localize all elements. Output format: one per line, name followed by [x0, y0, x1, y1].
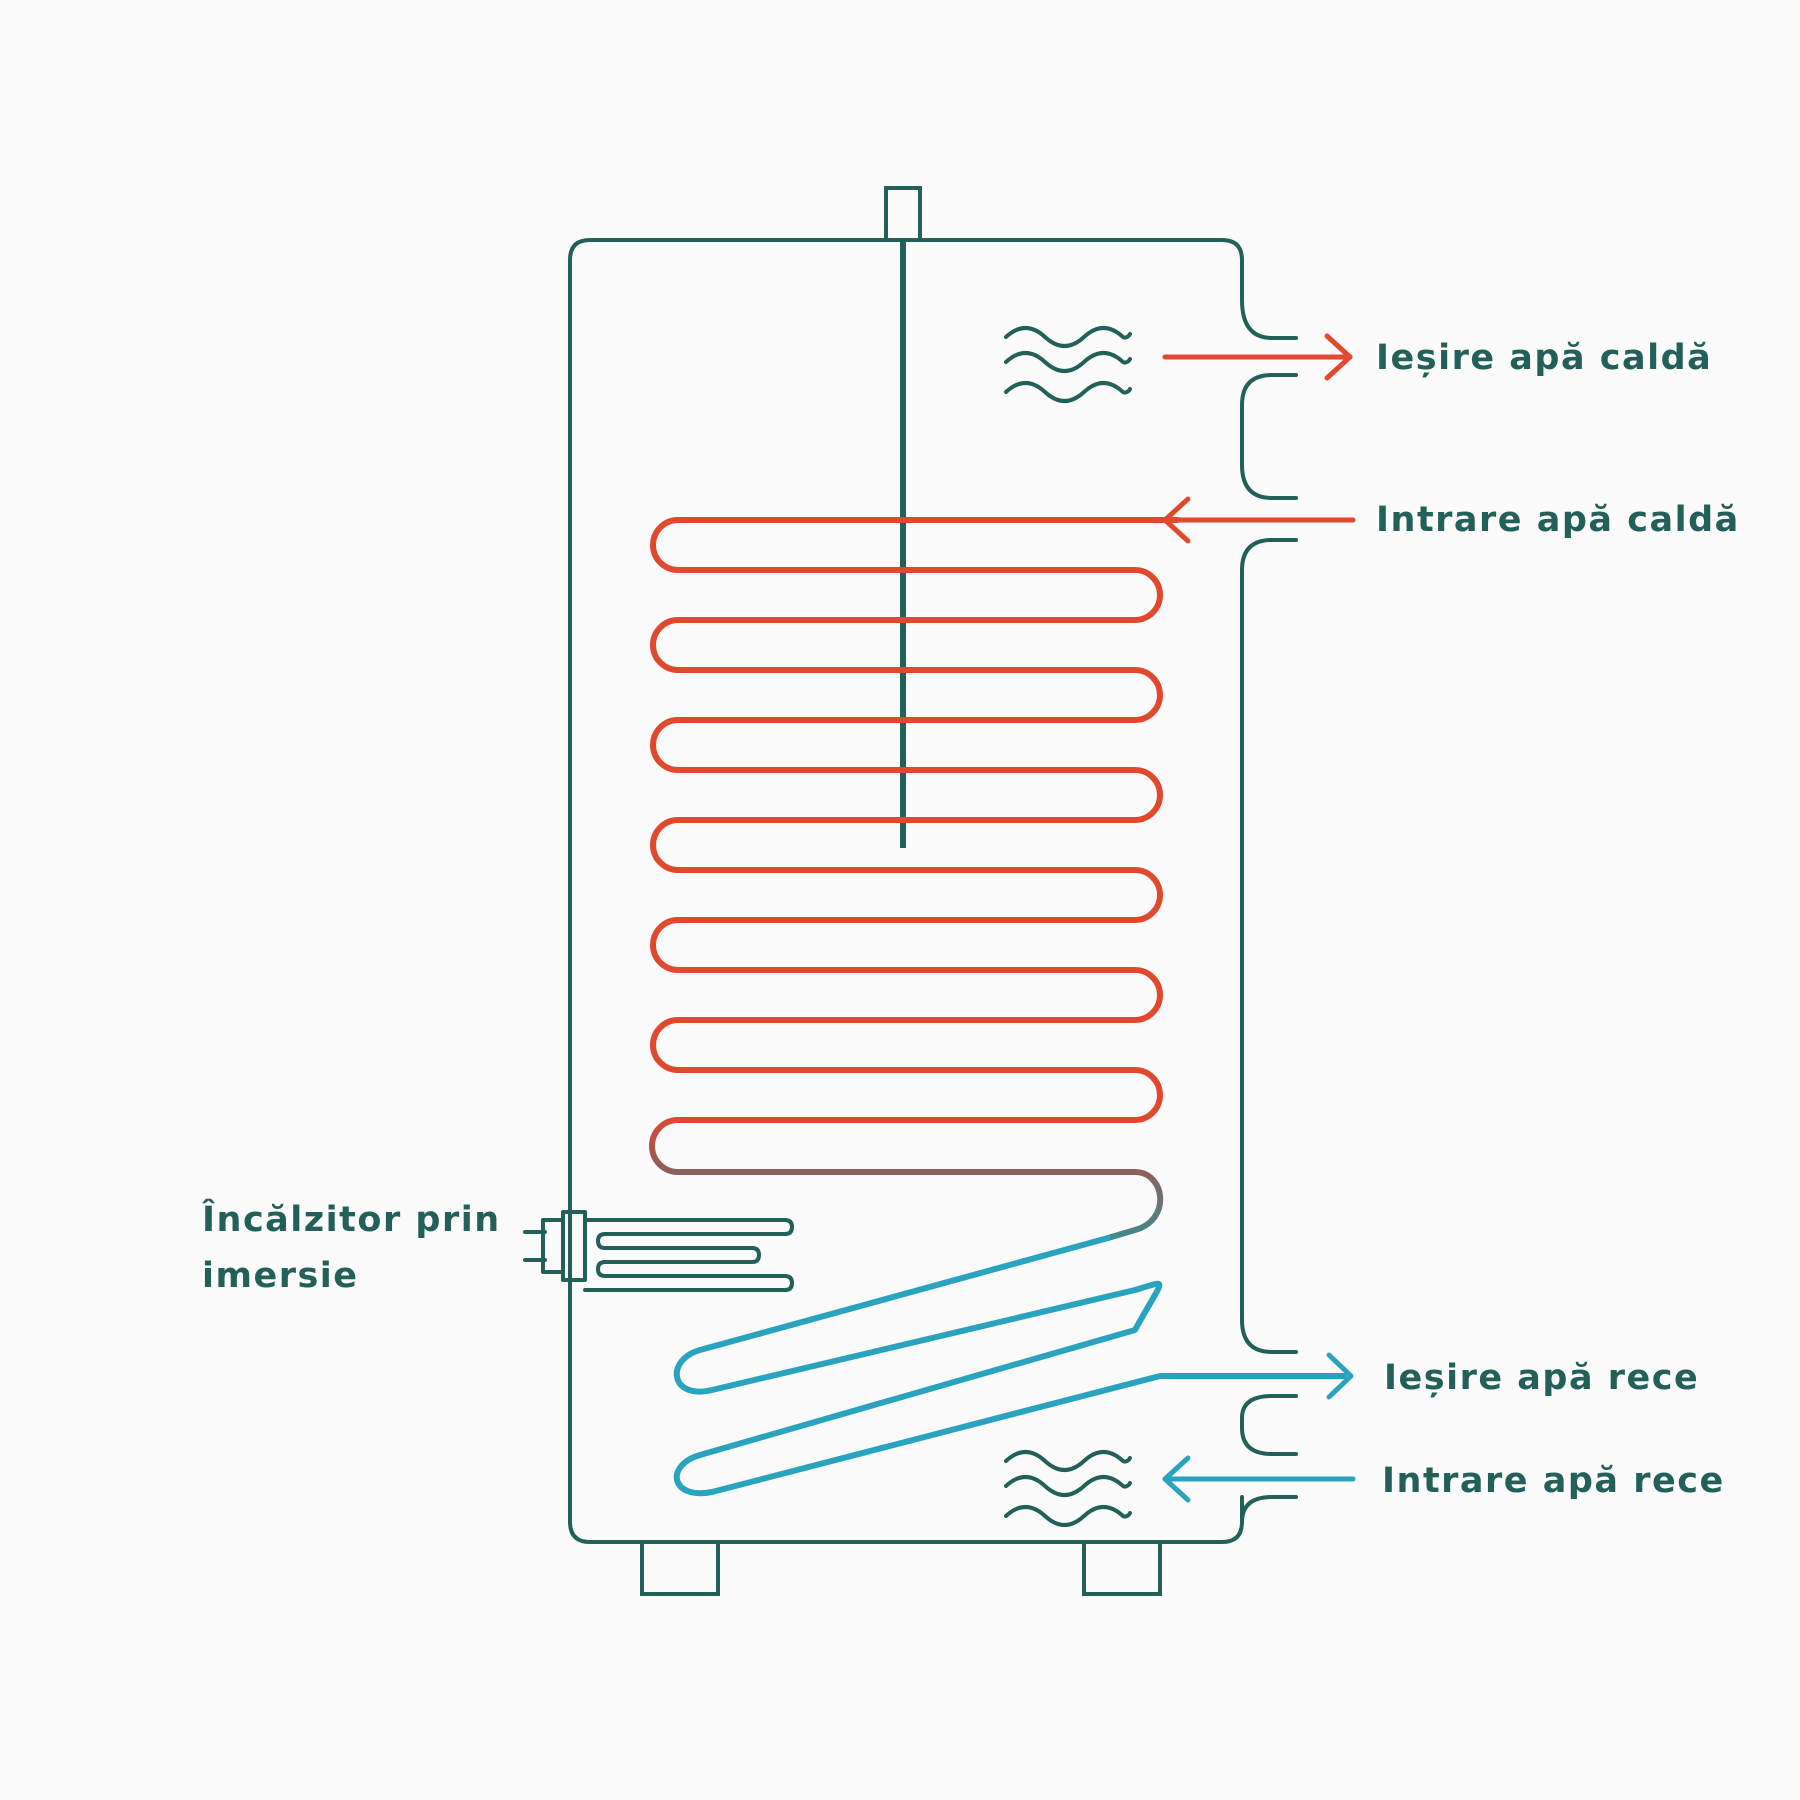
cold-outlet-label: Ieșire apă rece: [1384, 1358, 1699, 1398]
arrow-right-icon: [1162, 333, 1353, 381]
hot-water-coil: [650, 517, 1181, 1123]
tank-body: [568, 238, 1298, 1544]
immersion-heater-label-line1: Încălzitor prin: [202, 1198, 501, 1240]
immersion-heater-label-line2: imersie: [202, 1256, 359, 1296]
arrow-left-icon: [1162, 496, 1356, 544]
water-waves-icon: [1004, 1450, 1132, 1527]
immersion-heater: [523, 1210, 794, 1292]
coil-transition: [649, 1117, 1164, 1241]
arrow-right-icon: [1326, 1352, 1354, 1400]
arrow-left-icon: [1162, 1455, 1356, 1503]
tank-foot-left: [640, 1540, 720, 1596]
hot-outlet-label: Ieșire apă caldă: [1376, 338, 1712, 378]
cold-inlet-label: Intrare apă rece: [1382, 1461, 1725, 1501]
water-waves-icon: [1004, 326, 1132, 403]
hot-inlet-label: Intrare apă caldă: [1376, 500, 1740, 540]
tank-foot-right: [1082, 1540, 1162, 1596]
cold-water-coil: [673, 1235, 1347, 1497]
thermostat-sensor: [884, 186, 922, 848]
